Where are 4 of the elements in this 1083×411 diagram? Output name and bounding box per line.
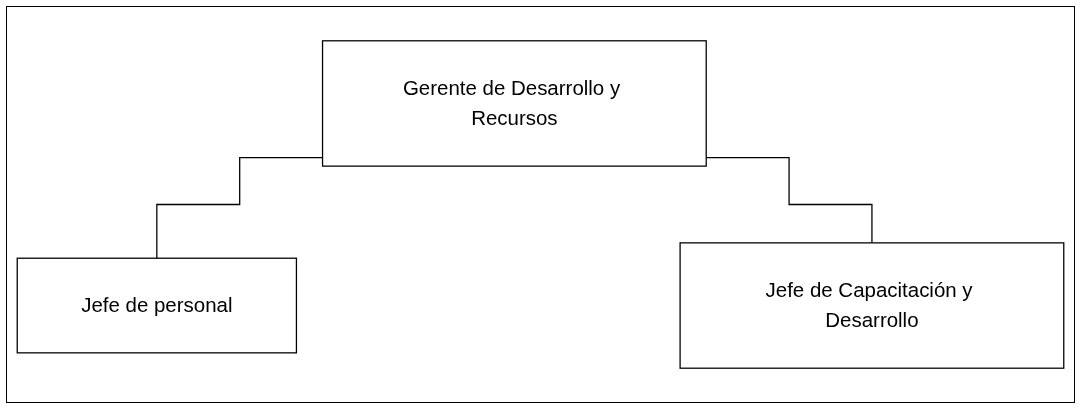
node-box xyxy=(16,257,298,354)
node-box xyxy=(679,242,1065,369)
diagram-frame: Gerente de Desarrollo y Recursos Jefe de personal Jefe de Capacitación y Desarrollo xyxy=(6,6,1075,403)
node-box xyxy=(321,40,707,167)
